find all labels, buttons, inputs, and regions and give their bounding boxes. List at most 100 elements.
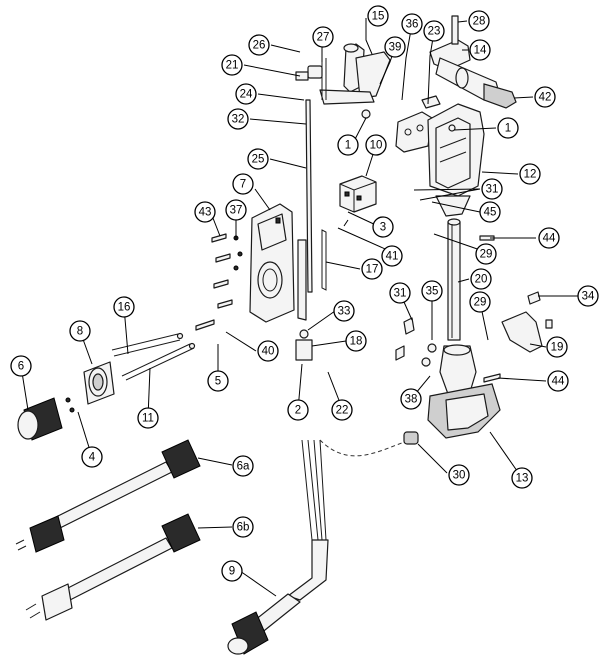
callout-label: 15: [372, 11, 385, 23]
callout-c22: 22: [331, 399, 353, 421]
callout-c19: 19: [546, 336, 568, 358]
callout-circle: [10, 355, 32, 377]
callout-circle: [421, 280, 443, 302]
callout-label: 45: [484, 207, 497, 219]
misc-screws: [395, 235, 541, 383]
callout-circle: [469, 291, 491, 313]
callout-label: 16: [118, 302, 131, 314]
callout-label: 6b: [237, 522, 250, 534]
skeg-fin: [501, 311, 553, 353]
callout-circle: [547, 370, 569, 392]
steering-head: [295, 43, 391, 119]
tiller-handle: [429, 15, 517, 109]
callout-circle: [225, 199, 247, 221]
callout-c27: 27: [312, 26, 334, 48]
callout-label: 24: [240, 89, 253, 101]
callout-label: 25: [252, 154, 265, 166]
callout-label: 27: [317, 32, 330, 44]
callout-label: 31: [394, 288, 407, 300]
callout-c38: 38: [400, 388, 422, 410]
callout-c6a: 6a: [232, 455, 254, 477]
callout-circle: [257, 340, 279, 362]
callout-circle: [400, 388, 422, 410]
callout-label: 42: [539, 92, 552, 104]
callout-label: 1: [345, 140, 351, 152]
callout-c31a: 31: [481, 178, 503, 200]
callout-circle: [194, 201, 216, 223]
callout-c41: 41: [381, 245, 403, 267]
mounting-bracket: [395, 95, 441, 153]
callout-c13: 13: [511, 467, 533, 489]
callout-label: 18: [350, 336, 363, 348]
callout-circle: [468, 10, 490, 32]
callout-circle: [519, 163, 541, 185]
callout-c42: 42: [534, 86, 556, 108]
callout-c12: 12: [519, 163, 541, 185]
callout-circle: [481, 178, 503, 200]
callout-c35: 35: [421, 280, 443, 302]
callout-c25: 25: [247, 148, 269, 170]
callout-label: 37: [230, 205, 243, 217]
callout-c43: 43: [194, 201, 216, 223]
callout-label: 43: [199, 207, 212, 219]
callout-label: 44: [543, 233, 556, 245]
callout-circle: [479, 201, 501, 223]
callout-label: 31: [486, 184, 499, 196]
callout-c29b: 29: [469, 291, 491, 313]
callout-label: 1: [505, 123, 511, 135]
callout-label: 21: [226, 60, 239, 72]
callout-label: 14: [474, 45, 487, 57]
callout-c17: 17: [361, 258, 383, 280]
callout-c10: 10: [365, 134, 387, 156]
power-cord-6b: [25, 513, 201, 621]
callout-c44a: 44: [538, 227, 560, 249]
power-cord-6a: [15, 439, 201, 553]
callout-circle: [227, 108, 249, 130]
callout-label: 5: [215, 376, 221, 388]
callout-circle: [247, 148, 269, 170]
callout-circle: [372, 216, 394, 238]
callout-label: 29: [480, 249, 493, 261]
callout-c32: 32: [227, 108, 249, 130]
callout-circle: [423, 20, 445, 42]
callout-c26: 26: [248, 34, 270, 56]
callout-circle: [221, 560, 243, 582]
callout-circle: [113, 296, 135, 318]
callout-c3: 3: [372, 216, 394, 238]
callout-c36: 36: [401, 13, 423, 35]
callout-c45: 45: [479, 201, 501, 223]
callout-c4: 4: [81, 446, 103, 468]
side-housing: [249, 203, 295, 323]
lower-unit: [427, 344, 501, 439]
callout-circle: [248, 34, 270, 56]
callout-c28: 28: [468, 10, 490, 32]
callout-label: 39: [389, 42, 402, 54]
callout-circle: [337, 134, 359, 156]
callout-circle: [235, 83, 257, 105]
callout-label: 6: [18, 361, 24, 373]
callout-c5: 5: [207, 370, 229, 392]
callout-c1b: 1: [497, 117, 519, 139]
callout-label: 23: [428, 26, 441, 38]
connector-plug: [17, 397, 75, 441]
callout-circle: [312, 26, 334, 48]
callout-circle: [331, 399, 353, 421]
callout-circle: [232, 455, 254, 477]
callout-label: 29: [474, 297, 487, 309]
callout-circle: [365, 134, 387, 156]
callout-label: 32: [232, 114, 245, 126]
callout-circle: [497, 117, 519, 139]
screws-row: [195, 233, 243, 331]
control-box: [339, 175, 377, 213]
callout-circle: [367, 5, 389, 27]
callout-c8: 8: [69, 320, 91, 342]
callout-c18: 18: [345, 330, 367, 352]
callout-label: 3: [380, 222, 386, 234]
tie-rods: [111, 332, 196, 381]
callout-circle: [221, 54, 243, 76]
callout-label: 11: [142, 413, 154, 425]
callout-label: 36: [406, 19, 419, 31]
knob: [403, 431, 419, 445]
